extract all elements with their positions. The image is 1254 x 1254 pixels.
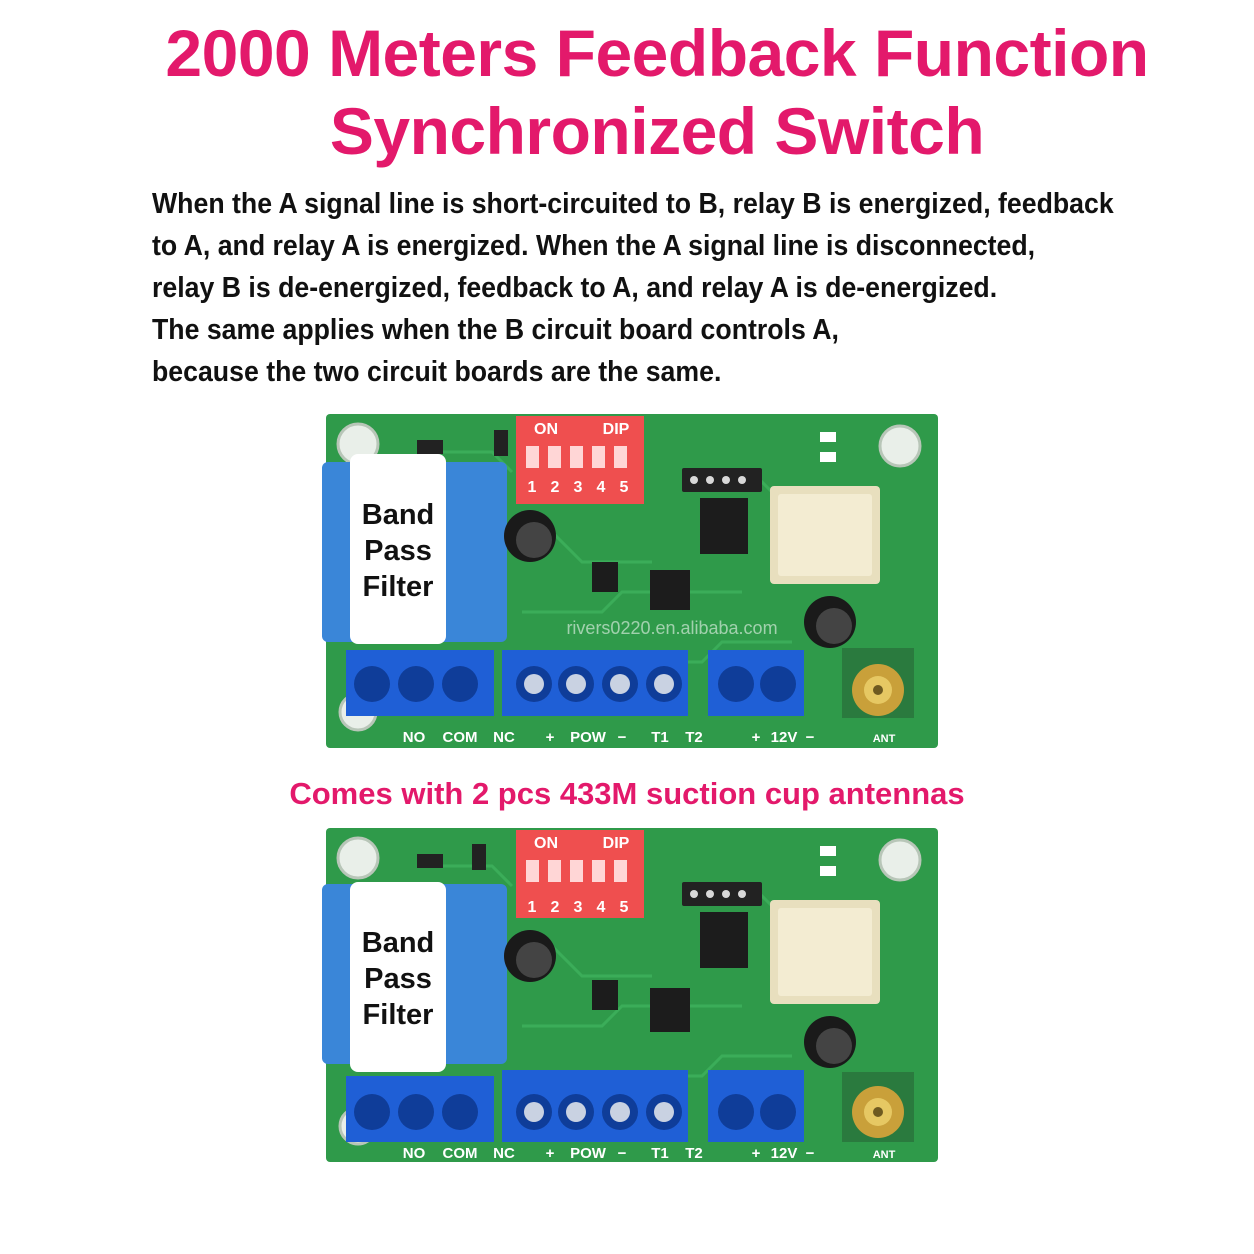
terminal-label: COM — [443, 729, 478, 746]
dip-number: 3 — [574, 479, 583, 496]
antenna-label: ANT — [873, 733, 896, 745]
page-title-line-2: Synchronized Switch — [329, 94, 985, 168]
relay-label-line: Band — [362, 499, 435, 531]
antenna-label: ANT — [873, 1149, 896, 1161]
terminal-label: − — [806, 729, 815, 746]
terminal-label: T2 — [685, 1145, 703, 1162]
ic-chip — [650, 988, 690, 1032]
antenna-note: Comes with 2 pcs 433M suction cup antenn… — [289, 776, 965, 811]
terminal-label: − — [618, 1145, 627, 1162]
terminal-label: T1 — [651, 1145, 669, 1162]
dip-number: 3 — [574, 899, 583, 916]
dip-number: 5 — [620, 479, 629, 496]
terminal-label: 12V — [771, 729, 798, 746]
terminal-label: + — [752, 729, 761, 746]
mounting-hole — [878, 424, 922, 468]
terminal-label: POW — [570, 1145, 607, 1162]
mounting-hole — [878, 838, 922, 882]
dip-number: 1 — [528, 899, 537, 916]
relay-label-line: Filter — [363, 571, 434, 603]
terminal-label: NC — [493, 1145, 515, 1162]
dip-number: 5 — [620, 899, 629, 916]
terminal-label: T2 — [685, 729, 703, 746]
description-line: The same applies when the B circuit boar… — [152, 314, 839, 346]
page-title-line-1: 2000 Meters Feedback Function — [165, 16, 1149, 90]
dip-number: 2 — [551, 899, 560, 916]
dip-on-label: ON — [534, 421, 558, 438]
relay-label-card — [350, 454, 446, 644]
terminal-label: 12V — [771, 1145, 798, 1162]
ic-chip — [700, 912, 748, 968]
terminal-label: + — [546, 1145, 555, 1162]
terminal-label: NO — [403, 729, 426, 746]
description-line: When the A signal line is short-circuite… — [152, 188, 1114, 220]
circuit-board-1-image: Band Pass Filter ON DIP 1 2 3 4 5 — [322, 414, 938, 748]
description-line: to A, and relay A is energized. When the… — [152, 230, 1036, 262]
terminal-label: POW — [570, 729, 607, 746]
terminal-label: + — [752, 1145, 761, 1162]
dip-on-label: ON — [534, 835, 558, 852]
description-line: relay B is de-energized, feedback to A, … — [152, 272, 998, 304]
dip-label: DIP — [603, 421, 630, 438]
relay-label-line: Filter — [363, 999, 434, 1031]
circuit-board-photo-1: Band Pass Filter ON DIP 1 2 3 4 5 — [322, 412, 942, 752]
relay-label-line: Pass — [364, 963, 432, 995]
ic-chip — [700, 498, 748, 554]
terminal-label: T1 — [651, 729, 669, 746]
dip-number: 2 — [551, 479, 560, 496]
circuit-board-photo-2: Band Pass Filter ON DIP 1 2 3 4 5 NO COM… — [322, 826, 942, 1166]
terminal-label: NC — [493, 729, 515, 746]
description-line: because the two circuit boards are the s… — [152, 356, 722, 388]
dip-number: 4 — [597, 899, 606, 916]
relay-label-line: Band — [362, 927, 435, 959]
relay-label-line: Pass — [364, 535, 432, 567]
dip-label: DIP — [603, 835, 630, 852]
dip-number: 4 — [597, 479, 606, 496]
dip-number: 1 — [528, 479, 537, 496]
terminal-label: + — [546, 729, 555, 746]
circuit-board-2-image: Band Pass Filter ON DIP 1 2 3 4 5 NO COM… — [322, 828, 938, 1162]
ic-chip — [650, 570, 690, 610]
mounting-hole — [336, 836, 380, 880]
terminal-label: NO — [403, 1145, 426, 1162]
watermark: rivers0220.en.alibaba.com — [566, 618, 777, 638]
relay-label-card — [350, 882, 446, 1072]
terminal-label: − — [618, 729, 627, 746]
terminal-label: − — [806, 1145, 815, 1162]
terminal-label: COM — [443, 1145, 478, 1162]
